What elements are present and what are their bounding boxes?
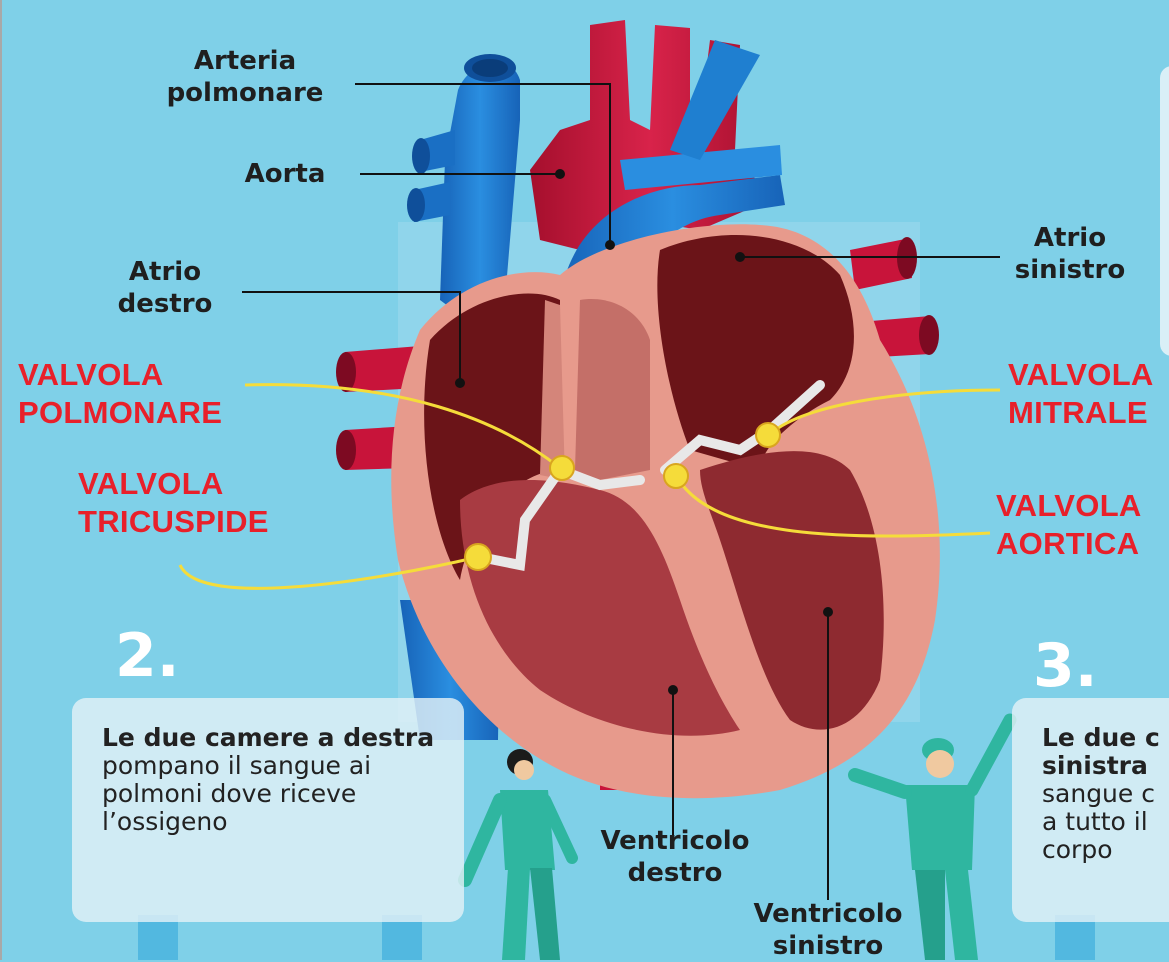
label-arteria-polmonare-line2: polmonare [140,77,350,109]
step-2-card: Le due camere a destra pompano il sangue… [72,698,464,922]
label-atrio-sinistro-line1: Atrio [995,222,1145,254]
valve-label-tricuspide: VALVOLA TRICUSPIDE [78,465,269,541]
step-3-text-line3: corpo [1042,836,1149,864]
step-2-number: 2. [115,626,180,686]
label-atrio-destro-line1: Atrio [95,256,235,288]
step-2-bold-text: Le due camere a destra [102,723,434,752]
label-atrio-sinistro-line2: sinistro [995,254,1145,286]
step-3-card: Le due c sinistra sangue c a tutto il co… [1012,698,1169,922]
label-aorta-text: Aorta [225,158,345,190]
valve-label-mitrale: VALVOLA MITRALE [1008,356,1154,432]
valve-label-polmonare: VALVOLA POLMONARE [18,356,222,432]
label-ventricolo-sinistro-line1: Ventricolo [728,898,928,930]
label-arteria-polmonare-line1: Arteria [140,45,350,77]
label-atrio-destro-line2: destro [95,288,235,320]
label-ventricolo-sinistro: Ventricolo sinistro [728,898,928,962]
valve-label-aortica-line1: VALVOLA [996,487,1142,525]
step-3-bold-line2: sinistra [1042,752,1149,780]
label-aorta: Aorta [225,158,345,190]
label-ventricolo-destro-line2: destro [575,857,775,889]
valve-label-mitrale-line1: VALVOLA [1008,356,1154,394]
valve-label-aortica-line2: AORTICA [996,525,1142,563]
label-atrio-sinistro: Atrio sinistro [995,222,1145,286]
step-3-text-line1: sangue c [1042,780,1149,808]
doctor-female-figure [465,749,572,960]
step-2-text: pompano il sangue ai polmoni dove riceve… [102,751,371,836]
valve-label-tricuspide-line1: VALVOLA [78,465,269,503]
valve-label-polmonare-line2: POLMONARE [18,394,222,432]
step-3-text-line2: a tutto il [1042,808,1149,836]
valve-label-tricuspide-line2: TRICUSPIDE [78,503,269,541]
valve-label-aortica: VALVOLA AORTICA [996,487,1142,563]
label-atrio-destro: Atrio destro [95,256,235,320]
label-ventricolo-sinistro-line2: sinistro [728,930,928,962]
label-arteria-polmonare: Arteria polmonare [140,45,350,109]
label-ventricolo-destro: Ventricolo destro [575,825,775,889]
valve-label-mitrale-line2: MITRALE [1008,394,1154,432]
step-3-number: 3. [1033,636,1098,696]
valve-label-polmonare-line1: VALVOLA [18,356,222,394]
step-3-bold-line1: Le due c [1042,724,1149,752]
label-ventricolo-destro-line1: Ventricolo [575,825,775,857]
info-box-cropped [1160,66,1169,356]
